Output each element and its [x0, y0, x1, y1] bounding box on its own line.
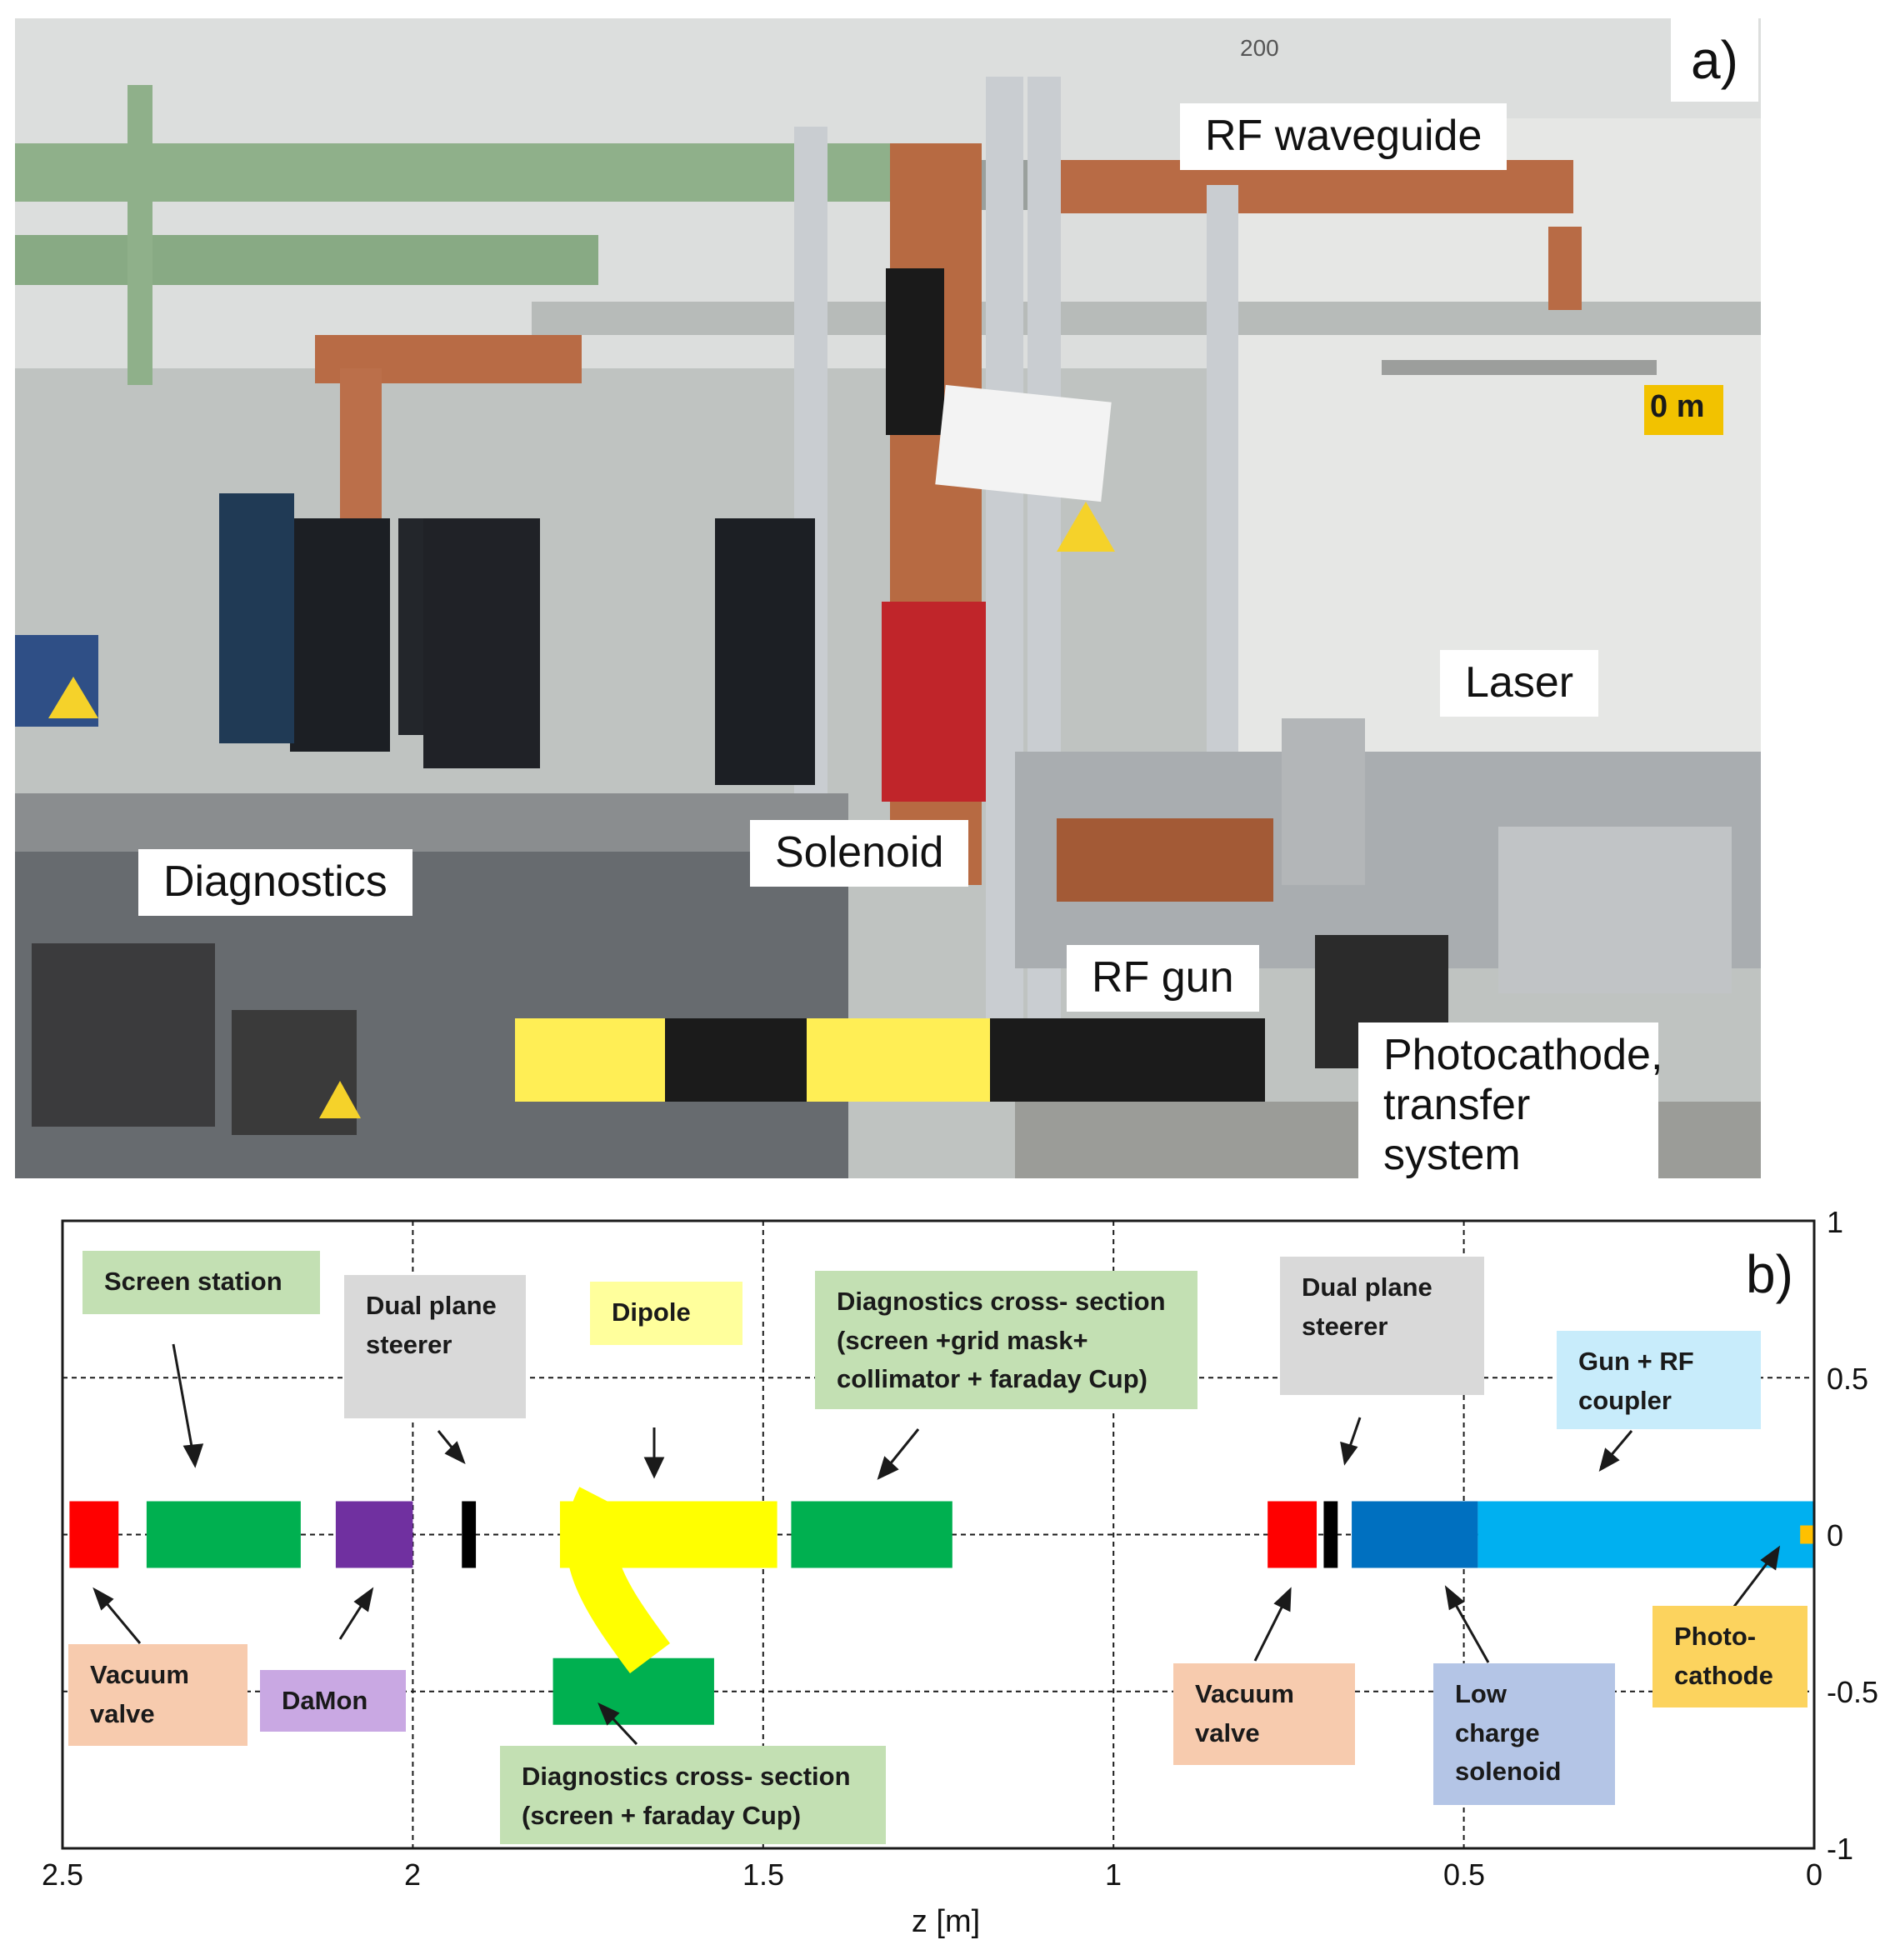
y-tick-0: 0: [1827, 1518, 1844, 1552]
label-diagnostics-cross-2: Diagnostics cross- section (screen + far…: [500, 1746, 886, 1844]
label-rf-waveguide: RF waveguide: [1180, 103, 1508, 170]
x-tick-2: 2: [403, 1858, 422, 1892]
ceiling-mark-text: 200: [1240, 35, 1279, 61]
vacuum-valve-downstream-bar: [1268, 1501, 1318, 1568]
diagnostics-cross-main-bar: [791, 1501, 952, 1568]
x-tick-0.5: 0.5: [1442, 1858, 1486, 1892]
x-tick-2.5: 2.5: [41, 1858, 84, 1892]
damon-bar: [335, 1501, 413, 1568]
photocathode-bar: [1800, 1525, 1814, 1544]
dual-plane-steerer-upstream-bar: [462, 1501, 477, 1568]
label-screen-station: Screen station: [82, 1251, 320, 1314]
position-marker-text: 0 m: [1650, 389, 1705, 424]
y-tick-neg0.5: -0.5: [1827, 1675, 1879, 1709]
screen-station-bar: [146, 1501, 301, 1568]
label-solenoid: Solenoid: [750, 820, 969, 887]
label-laser: Laser: [1440, 650, 1599, 717]
x-axis-label: z [m]: [911, 1904, 981, 1939]
y-tick-1: 1: [1827, 1205, 1844, 1239]
label-photocathode-transfer: Photocathode, transfer system: [1358, 1022, 1662, 1178]
beamline-photo: 0 m 200 RF waveguide Laser Solenoid Diag…: [15, 18, 1761, 1178]
component-bars: [69, 1501, 1814, 1725]
y-tick-neg1: -1: [1827, 1832, 1854, 1866]
dipole-bend: [566, 1487, 671, 1673]
y-tick-0.5: 0.5: [1827, 1362, 1869, 1396]
plot-frame: [61, 1219, 1816, 1850]
label-diagnostics: Diagnostics: [138, 849, 412, 916]
label-vacuum-valve-downstream: Vacuum valve: [1173, 1663, 1355, 1765]
label-diagnostics-cross-1: Diagnostics cross- section (screen +grid…: [815, 1271, 1198, 1409]
x-tick-1: 1: [1104, 1858, 1122, 1892]
label-low-charge-solenoid: Low charge solenoid: [1433, 1663, 1615, 1805]
label-damon: DaMon: [260, 1670, 406, 1732]
gun-rf-coupler-bar: [1478, 1501, 1814, 1568]
panel-b-tag: b): [1746, 1244, 1793, 1304]
label-vacuum-valve-upstream: Vacuum valve: [68, 1644, 248, 1746]
label-dual-plane-steerer-downstream: Dual plane steerer: [1280, 1257, 1484, 1395]
label-gun-rf-coupler: Gun + RF coupler: [1557, 1331, 1761, 1429]
label-photocathode: Photo- cathode: [1652, 1606, 1808, 1708]
vacuum-valve-upstream-bar: [69, 1501, 119, 1568]
schematic-canvas: [61, 1219, 1816, 1850]
label-dual-plane-steerer-upstream: Dual plane steerer: [344, 1275, 526, 1418]
dual-plane-steerer-downstream-bar: [1323, 1501, 1338, 1568]
panel-a-tag: a): [1671, 18, 1758, 102]
photo-illustration: [15, 18, 1761, 1178]
x-tick-1.5: 1.5: [742, 1858, 785, 1892]
beamline-schematic: 1 0.5 0 -0.5 -1 2.5 2 1.5 1 0.5 0 z [m] …: [0, 1192, 1890, 1960]
label-rf-gun: RF gun: [1067, 945, 1259, 1012]
callout-arrows: [92, 1343, 1781, 1746]
label-dipole: Dipole: [590, 1282, 742, 1345]
low-charge-solenoid-bar: [1352, 1501, 1478, 1568]
x-tick-0: 0: [1805, 1858, 1823, 1892]
